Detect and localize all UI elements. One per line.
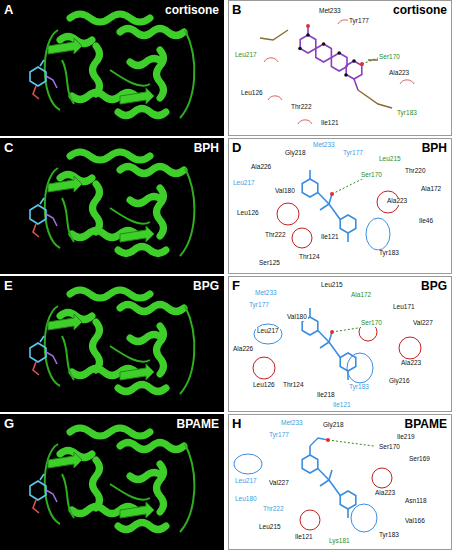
residue-label: Thr222 [290, 104, 313, 111]
ligand-name: BPAME [405, 418, 447, 430]
residue-label: Ala172 [420, 186, 442, 193]
residue-label: Thr124 [298, 254, 321, 261]
panel-letter: B [232, 3, 241, 16]
residue-label: Tyr183 [348, 384, 370, 391]
residue-label: Ile121 [320, 234, 340, 241]
residue-label: Val166 [404, 518, 426, 525]
residue-label: Leu126 [236, 210, 260, 217]
panel-letter: A [4, 3, 13, 16]
ligand-name: BPH [194, 142, 219, 154]
residue-label: Ile121 [320, 120, 340, 127]
residue-label: Tyr177 [342, 150, 364, 157]
residue-label: Leu215 [258, 524, 282, 531]
residue-label: Ala223 [400, 360, 422, 367]
residue-label: Ile46 [418, 218, 434, 225]
residue-label: Met233 [280, 420, 304, 427]
residue-label: Tyr177 [248, 302, 270, 309]
residue-label: Tyr177 [268, 432, 290, 439]
residue-label: Ala226 [232, 346, 254, 353]
panel-letter: D [232, 141, 241, 154]
residue-label: Val227 [268, 480, 290, 487]
residue-label: Leu215 [378, 156, 402, 163]
residue-label: Tyr183 [396, 110, 418, 117]
residue-label: Thr222 [262, 506, 285, 513]
panel-letter: C [4, 141, 13, 154]
residue-label: Leu217 [234, 52, 258, 59]
residue-label: Val180 [286, 314, 308, 321]
residue-label: Ala223 [386, 198, 408, 205]
panel-letter: E [4, 279, 13, 292]
residue-label: Ser170 [378, 444, 401, 451]
residue-label: Leu215 [320, 282, 344, 289]
residue-label: Gly218 [284, 150, 307, 157]
ligand-name: cortisone [393, 4, 447, 16]
residue-label: Ser170 [360, 320, 383, 327]
ligand-name: cortisone [165, 4, 219, 16]
residue-label: Ser170 [378, 54, 401, 61]
residue-label: Ser125 [258, 260, 281, 267]
residue-label: Met233 [254, 290, 278, 297]
residue-label: Ile121 [294, 534, 314, 541]
panel-letter: G [4, 417, 14, 430]
residue-label: Val180 [274, 188, 296, 195]
residue-label: Asn118 [404, 498, 428, 505]
residue-label: Met233 [312, 142, 336, 149]
residue-label: Val227 [412, 320, 434, 327]
ligand-name: BPG [193, 280, 219, 292]
residue-label: Leu217 [234, 478, 258, 485]
residue-label: Tyr183 [378, 532, 400, 539]
ligand-name: BPG [421, 280, 447, 292]
residue-label: Leu171 [392, 304, 416, 311]
residue-label: Ile219 [396, 434, 416, 441]
residue-label: Ala223 [374, 490, 396, 497]
residue-label: Ala172 [350, 292, 372, 299]
residue-label: Ile121 [332, 402, 352, 409]
residue-label: Tyr177 [348, 18, 370, 25]
residue-label: Gly216 [388, 378, 411, 385]
residue-label: Thr220 [404, 168, 427, 175]
residue-label: Leu126 [240, 90, 264, 97]
residue-label: Ile218 [316, 392, 336, 399]
residue-label: Thr124 [282, 382, 305, 389]
panel-letter: H [232, 417, 241, 430]
residue-label: Thr222 [264, 232, 287, 239]
residue-label: Ala223 [388, 70, 410, 77]
residue-label: Leu126 [252, 382, 276, 389]
residue-label: Met233 [318, 8, 342, 15]
residue-label: Leu217 [232, 180, 256, 187]
ligand-name: BPH [422, 142, 447, 154]
residue-label: Leu180 [234, 496, 258, 503]
residue-label: Leu217 [256, 328, 280, 335]
residue-label: Tyr183 [378, 250, 400, 257]
residue-label: Gly218 [322, 422, 345, 429]
residue-label: Ala226 [250, 164, 272, 171]
ligand-name: BPAME [177, 418, 219, 430]
residue-label: Ser169 [408, 456, 431, 463]
residue-label: Lys181 [328, 538, 351, 545]
residue-label: Ser170 [360, 172, 383, 179]
panel-letter: F [232, 279, 240, 292]
